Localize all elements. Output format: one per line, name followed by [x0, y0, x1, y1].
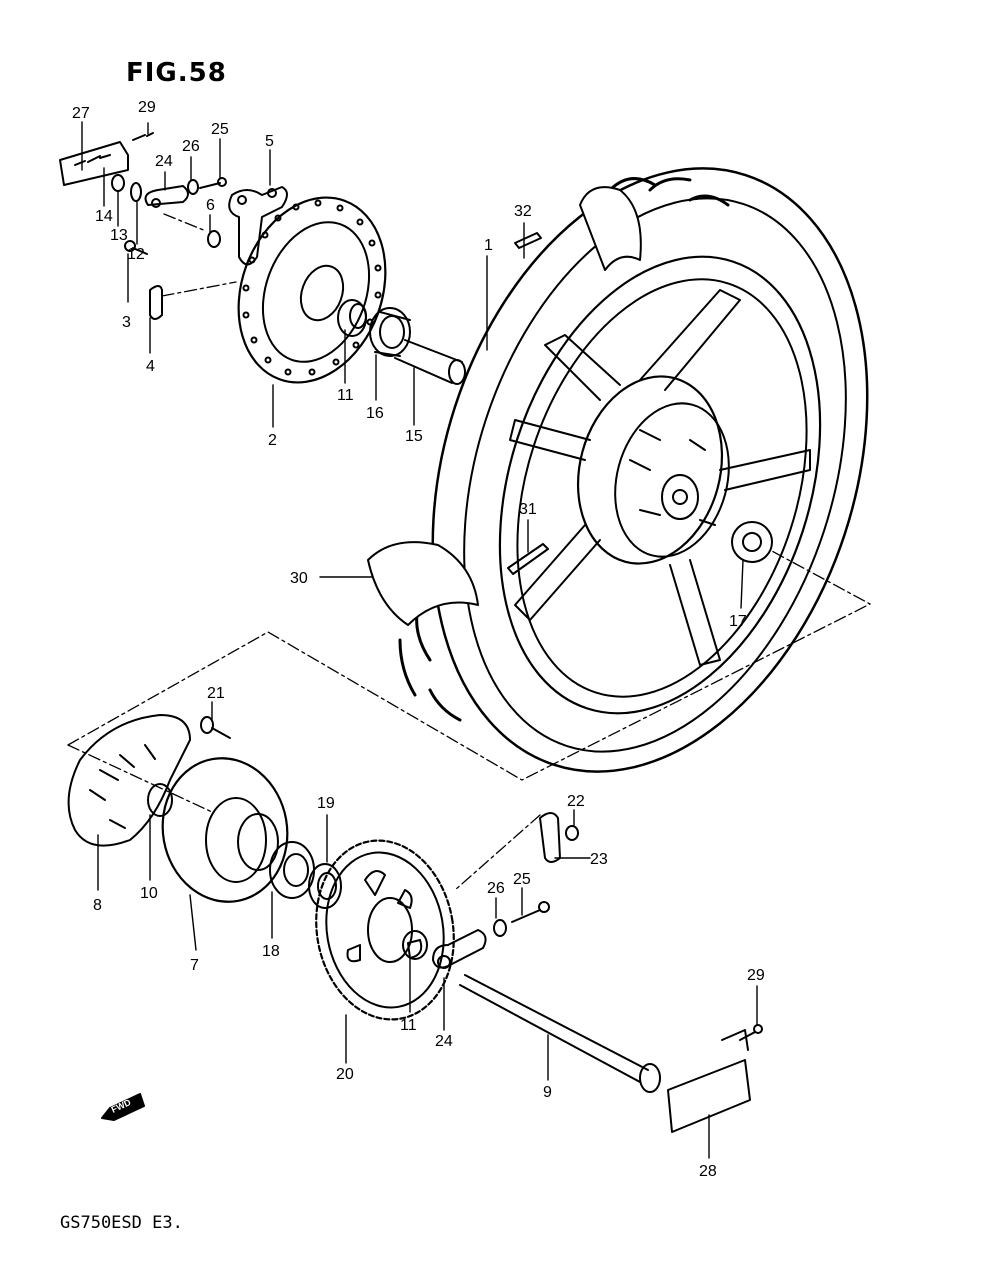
callout-26-top: 26: [182, 138, 200, 155]
callout-labels: 1 2 3 4 5 6 7 8 9 10 11 11 12 13 14 15 1…: [72, 99, 765, 1180]
bolt-3: [124, 240, 148, 255]
bolt-25-top: [199, 177, 227, 189]
bolt-21: [200, 716, 231, 739]
nut-26-top: [187, 179, 199, 195]
sprocket-20: [315, 839, 455, 1021]
nut-26-bottom: [493, 919, 507, 937]
callout-12: 12: [127, 246, 145, 263]
callout-13: 13: [110, 227, 128, 244]
callout-26-bottom: 26: [487, 880, 505, 897]
adjuster-24-top: [144, 185, 189, 208]
callout-7: 7: [190, 957, 199, 974]
callout-9: 9: [543, 1084, 552, 1101]
callout-25-bottom: 25: [513, 871, 531, 888]
callout-25-top: 25: [211, 121, 229, 138]
nut-13: [111, 174, 125, 192]
callout-28: 28: [699, 1163, 717, 1180]
guide-lines: [67, 213, 871, 891]
callout-10: 10: [140, 885, 158, 902]
bolt-29-bottom: [739, 1024, 763, 1041]
bolt-25-bottom: [511, 901, 550, 923]
valve-32: [514, 232, 542, 249]
stopper-23: [539, 812, 561, 863]
bolt-29-top: [132, 132, 154, 141]
callout-23: 23: [590, 851, 608, 868]
callout-24-top: 24: [155, 153, 173, 170]
callout-11-top: 11: [337, 387, 354, 404]
caliper-bracket-5: [228, 186, 288, 266]
callout-16: 16: [366, 405, 384, 422]
spacer-11-bottom: [402, 930, 428, 960]
callout-31: 31: [519, 501, 537, 518]
plate-28: [667, 1029, 751, 1133]
axle-9: [459, 974, 661, 1093]
brake-disc-2: [237, 196, 387, 384]
callout-20: 20: [336, 1066, 354, 1083]
callout-21: 21: [207, 685, 225, 702]
callout-24-bottom: 24: [435, 1033, 453, 1050]
tire-30: [367, 167, 869, 773]
callout-29-bottom: 29: [747, 967, 765, 984]
callout-6: 6: [206, 197, 215, 214]
spacer-10: [147, 783, 173, 817]
callout-4: 4: [146, 358, 155, 375]
model-code: GS750ESD E3.: [60, 1213, 183, 1233]
callout-27: 27: [72, 105, 90, 122]
bearing-18: [269, 841, 315, 899]
chain-adjuster-plate-27: [59, 141, 129, 186]
cush-rubbers-8: [67, 714, 191, 847]
valve-31: [507, 543, 549, 575]
callout-19: 19: [317, 795, 335, 812]
washer-12: [130, 182, 142, 202]
callout-15: 15: [405, 428, 423, 445]
fwd-arrow-icon: [101, 1093, 145, 1121]
spacer-11-top: [337, 299, 367, 337]
callout-22: 22: [567, 793, 585, 810]
bearing-16: [369, 307, 411, 357]
nut-22: [565, 825, 579, 841]
lock-plate-4: [149, 285, 163, 320]
callout-2: 2: [268, 432, 277, 449]
hub-7: [161, 757, 289, 903]
leader-lines: [81, 121, 758, 1159]
spacer-15: [394, 339, 466, 385]
callout-18: 18: [262, 943, 280, 960]
callout-29-top: 29: [138, 99, 156, 116]
figure-title: FIG.58: [126, 58, 227, 88]
callout-32: 32: [514, 203, 532, 220]
callout-3: 3: [122, 314, 131, 331]
callout-11-bottom: 11: [400, 1017, 417, 1034]
seal-19: [308, 863, 342, 909]
adjuster-24-bottom: [432, 929, 487, 969]
callout-14: 14: [95, 208, 113, 225]
callout-30: 30: [290, 570, 308, 587]
wheel-1: [498, 255, 822, 715]
washer-6: [207, 230, 221, 248]
callout-8: 8: [93, 897, 102, 914]
callout-1: 1: [484, 237, 493, 254]
bearing-17: [731, 521, 773, 563]
callout-17: 17: [729, 613, 747, 630]
callout-5: 5: [265, 133, 274, 150]
